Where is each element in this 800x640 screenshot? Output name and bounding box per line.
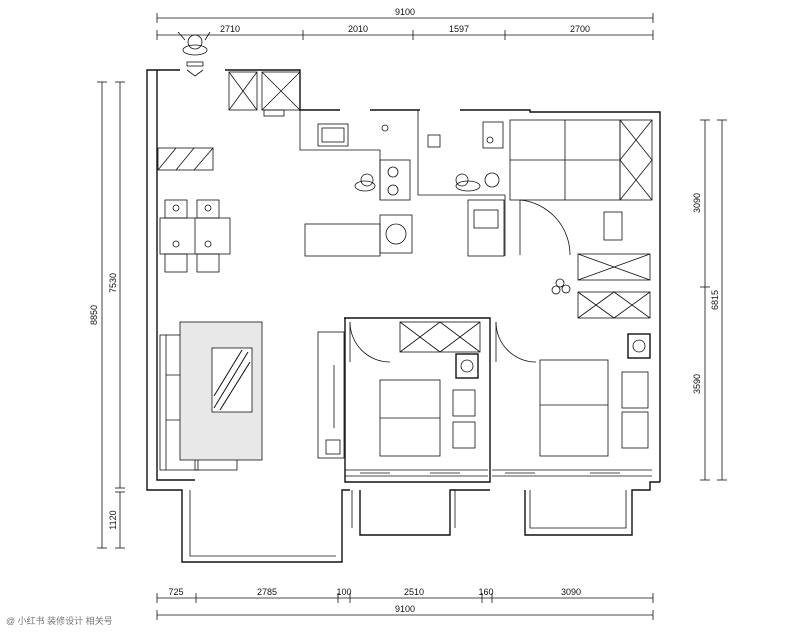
dim-bottom-seg-3: 100	[336, 587, 351, 597]
dim-top-seg-4: 2700	[570, 24, 590, 34]
dim-right-total: 6815	[710, 290, 720, 310]
outer-walls	[146, 69, 661, 563]
entry-shoe-cabinet	[228, 71, 301, 117]
kitchen-person-icon	[354, 173, 376, 192]
area-rug	[179, 321, 263, 461]
bathroom-door	[519, 199, 571, 256]
bottom-dimension-lines	[156, 593, 654, 620]
dim-left-inner: 7530	[108, 273, 118, 293]
dim-top-seg-2: 2010	[348, 24, 368, 34]
dim-left-bottom: 1120	[108, 510, 118, 529]
right-dimension-lines	[700, 119, 727, 481]
bedroom-2-door	[349, 321, 391, 363]
dim-bottom-seg-5: 160	[478, 587, 493, 597]
dim-bottom-seg-1: 725	[168, 587, 183, 597]
tv-cabinet	[317, 331, 345, 459]
hall-cabinets	[577, 253, 651, 319]
dim-right-upper: 3090	[692, 193, 702, 213]
top-right-bed	[509, 119, 623, 241]
bedroom-2-bed	[379, 379, 476, 457]
bedroom-2-wardrobe	[399, 321, 481, 353]
balcony-rails	[189, 490, 627, 557]
bathroom	[417, 110, 506, 257]
dim-top-seg-3: 1597	[449, 24, 469, 34]
dim-top-seg-1: 2710	[220, 24, 240, 34]
bedroom-2-ac-icon	[455, 353, 479, 379]
dim-bottom-seg-2: 2785	[257, 587, 277, 597]
bedroom-2	[344, 317, 491, 483]
dim-bottom-seg-6: 3090	[561, 587, 581, 597]
bedroom-3-door	[495, 321, 537, 363]
kitchen-counter	[299, 110, 413, 254]
plant-icon	[551, 278, 571, 295]
dim-bottom-seg-4: 2510	[404, 587, 424, 597]
top-right-wardrobe	[619, 119, 653, 201]
dim-right-lower: 3590	[692, 374, 702, 394]
dining-cabinet	[157, 147, 214, 171]
left-dimension-lines	[97, 81, 125, 549]
bedroom-2-window	[345, 469, 488, 477]
dim-bottom-total: 9100	[395, 604, 415, 614]
dim-top-total: 9100	[395, 7, 415, 17]
bedroom-3-window	[492, 469, 652, 477]
top-dimension-lines	[156, 13, 654, 40]
bedroom-3-ac-icon	[627, 333, 651, 359]
watermark: @ 小红书 装修设计 相关号	[6, 616, 113, 626]
kitchen-island	[304, 223, 381, 257]
entrance-person-icon	[177, 31, 211, 77]
dining-table	[159, 199, 231, 273]
bedroom-3-bed	[539, 359, 649, 457]
dim-left-outer: 8850	[89, 305, 99, 325]
